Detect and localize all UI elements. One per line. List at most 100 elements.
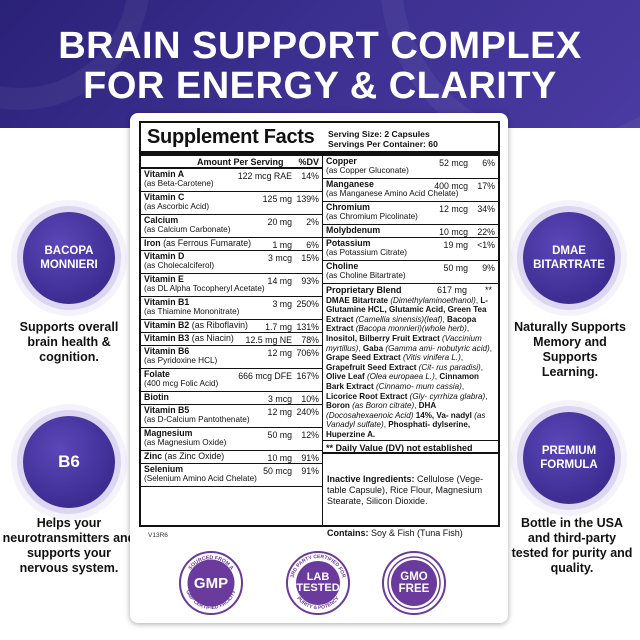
nutrient-name: Vitamin A	[144, 169, 185, 179]
gmo-seal-ring	[382, 551, 446, 615]
nutrient-source: (as Manganese Amino Acid Chelate)	[326, 189, 459, 198]
nutrient-name: Vitamin B5	[144, 405, 190, 415]
nutrient-name: Iron	[144, 238, 161, 248]
nutrient-amount: 19 mg	[443, 240, 468, 250]
nutrient-source: (as Ascorbic Acid)	[144, 202, 210, 211]
nutrient-name: Vitamin B3	[144, 333, 190, 343]
badge-label: BACOPA MONNIERI	[40, 245, 98, 271]
nutrient-amount: 666 mcg DFE	[238, 371, 292, 381]
badge-premium: PREMIUM FORMULA	[523, 412, 615, 504]
nutrient-dv: 2%	[306, 217, 319, 227]
nutrient-amount: 10 mg	[267, 453, 292, 463]
nutrient-dv: 12%	[301, 430, 319, 440]
nutrient-amount: 3 mg	[272, 299, 292, 309]
nutrient-row: Vitamin E(as DL Alpha Tocopheryl Acetate…	[141, 274, 322, 297]
nutrient-amount: 12 mg	[267, 348, 292, 358]
nutrient-row: Manganese(as Manganese Amino Acid Chelat…	[323, 179, 498, 202]
nutrient-source: (as Beta-Carotene)	[144, 179, 214, 188]
nutrient-source: (as Thiamine Mononitrate)	[144, 307, 240, 316]
lab-tested-seal: 3RD PARTY CERTIFIED FOR PURITY & POTENCY…	[286, 551, 350, 615]
nutrient-dv: 9%	[482, 263, 495, 273]
nutrient-dv: 167%	[296, 371, 320, 381]
blend-ingredients: DMAE Bitartrate (Dimethylaminoethanol), …	[326, 295, 492, 439]
blend-name: Proprietary Blend	[326, 285, 402, 295]
column-header: Amount Per Serving %DV	[141, 156, 322, 169]
nutrient-dv: 14%	[301, 171, 319, 181]
gmp-seal-ring: SOURCED FROM A GMP CERTIFIED FACILITY	[179, 551, 243, 615]
nutrient-amount: 125 mg	[262, 194, 292, 204]
badge-premium-text: Bottle in the USA and third-party tested…	[511, 516, 633, 575]
nutrient-dv: 93%	[301, 276, 319, 286]
nutrient-dv: 22%	[477, 227, 495, 237]
seal-main-text: LAB TESTED	[296, 571, 340, 594]
nutrient-name: Vitamin E	[144, 274, 184, 284]
nutrient-amount: 50 mcg	[263, 466, 292, 476]
dv-note: ** Daily Value (DV) not established	[323, 439, 498, 454]
nutrient-dv: 6%	[306, 240, 319, 250]
nutrient-source: (as Cholecalciferol)	[144, 261, 215, 270]
nutrient-dv: 17%	[477, 181, 495, 191]
nutrient-amount: 14 mg	[267, 276, 292, 286]
nutrient-dv: 91%	[301, 466, 319, 476]
serving-info: Serving Size: 2 Capsules Servings Per Co…	[328, 129, 438, 149]
nutrient-dv: 15%	[301, 253, 319, 263]
nutrient-amount: 1 mg	[272, 240, 292, 250]
amount-header: Amount Per Serving	[197, 157, 284, 167]
gmp-seal: SOURCED FROM A GMP CERTIFIED FACILITY GM…	[179, 551, 243, 615]
label-code: V13R6	[148, 532, 168, 539]
nutrient-amount: 1.7 mg	[265, 322, 292, 332]
nutrient-source: (as Magnesium Oxide)	[144, 438, 227, 447]
nutrient-name: Biotin	[144, 392, 169, 402]
nutrient-name: Manganese	[326, 179, 374, 189]
nutrient-source: (as Calcium Carbonate)	[144, 225, 231, 234]
column-divider	[322, 156, 323, 525]
nutrient-dv: 91%	[301, 453, 319, 463]
nutrient-amount: 12 mg	[267, 407, 292, 417]
nutrient-source: (as Niacin)	[191, 333, 234, 343]
lab-seal-ring: 3RD PARTY CERTIFIED FOR PURITY & POTENCY	[286, 551, 350, 615]
seal-main-text: GMO FREE	[398, 571, 430, 595]
gmo-free-seal: GMO FREE	[382, 551, 446, 615]
allergen-contains: Contains: Soy & Fish (Tuna Fish)	[327, 528, 463, 538]
nutrient-name: Vitamin B1	[144, 297, 190, 307]
proprietary-blend: Proprietary Blend 617 mg ** DMAE Bitartr…	[323, 284, 498, 440]
nutrient-dv: 706%	[296, 348, 320, 358]
nutrient-dv: 10%	[301, 394, 319, 404]
header-divider	[141, 151, 498, 156]
nutrient-source: (as Choline Bitartrate)	[326, 271, 406, 280]
nutrient-dv: 240%	[296, 407, 320, 417]
servings-per-container: Servings Per Container: 60	[328, 139, 438, 149]
nutrient-amount: 52 mcg	[439, 158, 468, 168]
nutrient-name: Vitamin B6	[144, 346, 190, 356]
nutrient-dv: 34%	[477, 204, 495, 214]
badge-bacopa-text: Supports overall brain health & cognitio…	[19, 320, 119, 364]
nutrient-name: Choline	[326, 261, 359, 271]
badge-bacopa: BACOPA MONNIERI	[23, 212, 115, 304]
badge-b6-text: Helps your neurotransmitters and support…	[2, 516, 136, 575]
serving-size: Serving Size: 2 Capsules	[328, 129, 430, 139]
nutrient-amount: 12.5 mg NE	[245, 335, 292, 345]
headline-line-2: FOR ENERGY & CLARITY	[83, 65, 557, 107]
nutrient-source: (as DL Alpha Tocopheryl Acetate)	[144, 284, 265, 293]
badge-label: DMAE BITARTRATE	[533, 245, 605, 271]
facts-left-column: Amount Per Serving %DV Vitamin A(as Beta…	[141, 156, 322, 487]
nutrient-name: Magnesium	[144, 428, 193, 438]
nutrient-dv: <1%	[477, 240, 495, 250]
nutrient-name: Copper	[326, 156, 357, 166]
nutrient-name: Folate	[144, 369, 170, 379]
nutrient-name: Vitamin C	[144, 192, 185, 202]
blend-amount: 617 mg	[436, 285, 467, 295]
nutrient-name: Calcium	[144, 215, 179, 225]
